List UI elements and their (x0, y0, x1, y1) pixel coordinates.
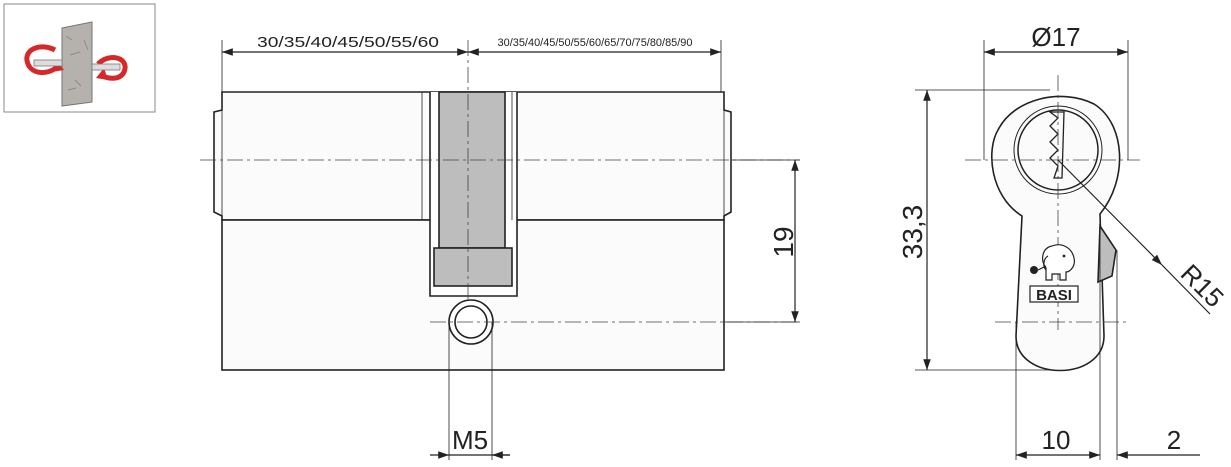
brand-name: BASI (1036, 287, 1072, 304)
rotation-thumbnail (3, 3, 156, 113)
width-10-label: 10 (1042, 425, 1071, 455)
elephant-logo-icon (1030, 244, 1075, 281)
right-length-label: 30/35/40/45/50/55/60/65/70/75/80/85/90 (498, 37, 693, 49)
screw-label: M5 (452, 425, 488, 455)
door-panel-icon (61, 21, 93, 107)
keyway (1048, 111, 1065, 179)
height-19-label: 19 (768, 226, 799, 257)
diameter-label: Ø17 (1031, 22, 1080, 52)
side-view: 30/35/40/45/50/55/60 30/35/40/45/50/55/6… (200, 34, 800, 460)
width-2-label: 2 (1167, 425, 1181, 455)
radius-label: R15 (1175, 258, 1230, 313)
cam (438, 91, 506, 249)
double-rotation-icon (24, 44, 128, 81)
height-33-label: 33,3 (897, 205, 928, 260)
left-length-label: 30/35/40/45/50/55/60 (257, 34, 439, 51)
cam-foot (433, 247, 513, 287)
front-view: BASI Ø17 33,3 R15 10 2 (897, 22, 1230, 460)
front-cam (1097, 223, 1117, 284)
